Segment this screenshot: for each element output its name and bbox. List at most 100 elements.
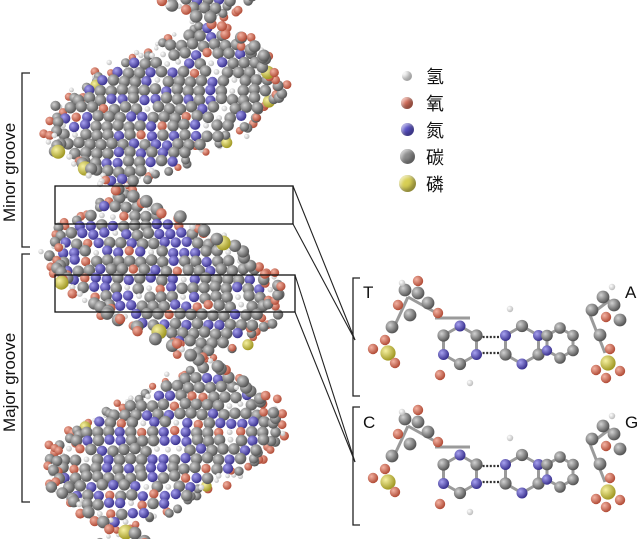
atom: [128, 264, 138, 274]
atom: [202, 435, 215, 448]
atom: [421, 425, 435, 439]
atom: [113, 454, 126, 466]
atom: [121, 229, 132, 240]
atom: [139, 194, 153, 208]
atom: [215, 380, 228, 393]
atom: [76, 290, 83, 297]
atom: [109, 200, 121, 213]
atom: [567, 458, 579, 471]
atom: [124, 165, 136, 178]
atom: [379, 334, 391, 346]
atom: [421, 296, 435, 310]
atom: [213, 299, 225, 312]
atom: [112, 119, 124, 131]
atom: [124, 284, 131, 291]
atom: [149, 332, 162, 346]
atom: [380, 345, 396, 361]
nitrogen-swatch-icon: [401, 123, 414, 136]
atom: [138, 52, 144, 59]
major-groove-bracket: [21, 253, 30, 503]
atom: [267, 318, 278, 329]
atom: [134, 272, 146, 285]
atom: [270, 427, 281, 438]
atom: [164, 371, 170, 377]
atom: [171, 93, 184, 105]
oxygen-swatch-icon: [401, 96, 413, 109]
atom: [204, 381, 217, 394]
atom: [194, 21, 204, 31]
atom: [210, 290, 222, 303]
atom: [169, 317, 182, 330]
atom: [191, 434, 204, 446]
atom: [102, 245, 113, 256]
atom: [600, 355, 616, 371]
atom: [110, 185, 121, 196]
atom: [77, 227, 88, 239]
atom: [398, 283, 412, 297]
atom: [201, 372, 213, 384]
atom: [174, 407, 186, 420]
atom: [172, 350, 182, 359]
atom: [202, 111, 214, 124]
atom: [276, 88, 288, 99]
atom: [95, 263, 106, 275]
atom: [106, 59, 112, 66]
atom: [174, 163, 182, 171]
atom: [92, 498, 104, 511]
atom: [181, 236, 192, 247]
atom: [149, 489, 159, 499]
atom: [398, 408, 406, 416]
atom: [162, 75, 175, 88]
atom: [110, 214, 116, 221]
atom: [175, 58, 182, 65]
atom: [76, 501, 83, 508]
atom: [80, 470, 93, 482]
atom: [248, 40, 261, 53]
atom: [222, 273, 234, 286]
atom: [259, 84, 272, 97]
atom: [135, 148, 147, 159]
atom: [149, 382, 157, 390]
atom: [205, 84, 216, 96]
atom: [228, 343, 236, 352]
atom: [242, 339, 254, 351]
atom: [500, 459, 511, 470]
atom: [123, 274, 134, 286]
atom: [184, 58, 195, 69]
atom: [66, 445, 72, 452]
atom: [201, 472, 214, 485]
atom: [168, 49, 180, 61]
atom: [195, 337, 207, 350]
atom-bond: [393, 296, 410, 326]
atom: [85, 162, 98, 175]
legend-item-oxygen: 氧: [400, 89, 480, 116]
atom: [165, 327, 178, 339]
atom: [234, 48, 246, 60]
atom: [102, 147, 114, 160]
atom: [608, 283, 616, 291]
atom: [100, 307, 114, 320]
atom: [154, 46, 159, 51]
atom: [181, 436, 192, 447]
atom: [227, 436, 234, 443]
atom: [92, 110, 104, 122]
atom: [221, 105, 228, 112]
atom: [541, 329, 553, 342]
atom: [244, 259, 257, 272]
atom: [201, 256, 212, 268]
atom: [466, 379, 474, 387]
atom: [232, 66, 245, 79]
atom: [167, 273, 178, 285]
atom: [585, 432, 599, 446]
atom: [607, 427, 621, 441]
atom: [516, 358, 528, 370]
atom: [99, 212, 105, 219]
atom: [207, 408, 219, 419]
atom: [228, 239, 242, 252]
atom: [434, 498, 446, 510]
atom: [471, 478, 482, 489]
atom: [228, 443, 240, 455]
atom: [129, 442, 141, 455]
atom: [180, 426, 191, 438]
atom: [179, 397, 192, 410]
